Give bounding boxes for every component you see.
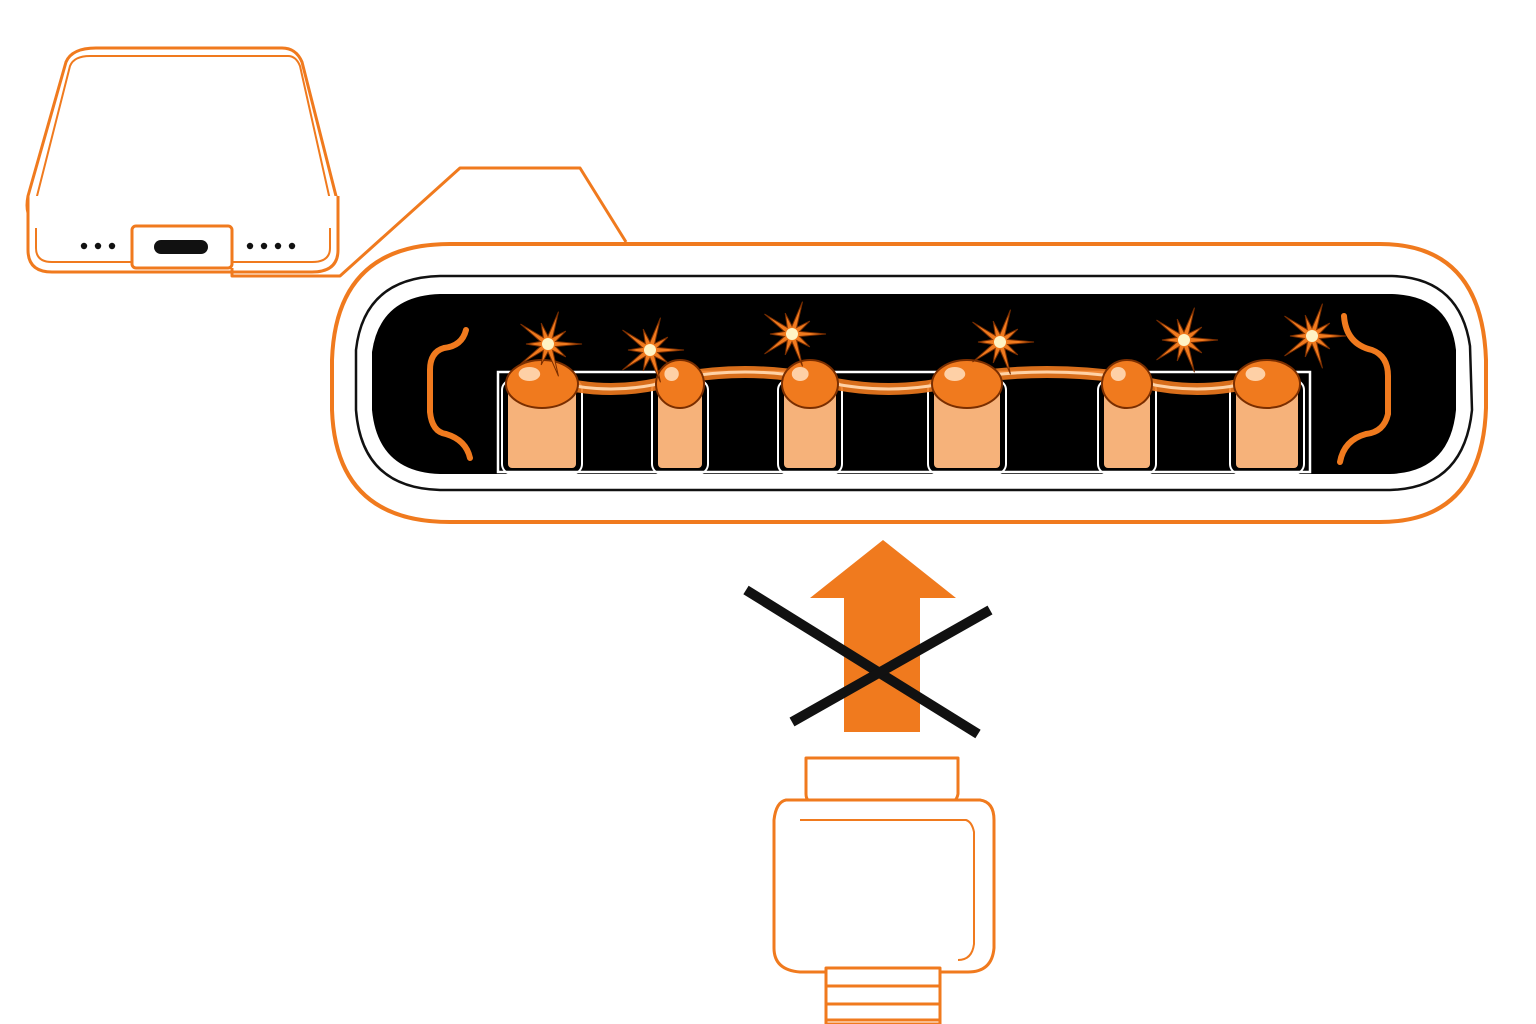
contact-pin-5: [1104, 388, 1150, 468]
water-droplet-2: [655, 359, 705, 409]
spark-core-5: [1178, 334, 1190, 346]
latch-clip-right-icon: [1337, 313, 1391, 465]
droplet-highlight-6: [1245, 367, 1266, 381]
water-droplet-6: [1233, 359, 1301, 409]
arrow-up-icon: [810, 540, 956, 732]
spark-core-2: [644, 344, 656, 356]
contact-pin-2: [658, 388, 702, 468]
liquid-droplets: [505, 359, 1301, 409]
water-droplet-3: [781, 359, 839, 409]
droplet-highlight-5: [1110, 367, 1126, 381]
contact-pin-6: [1236, 388, 1298, 468]
water-droplet-4: [931, 359, 1003, 409]
spark-core-1: [542, 338, 554, 350]
spark-icons: [520, 301, 1347, 383]
droplet-highlight-4: [944, 367, 966, 381]
droplet-highlight-1: [518, 367, 541, 381]
contact-pins: [501, 379, 1305, 475]
spark-core-4: [994, 336, 1006, 348]
water-droplet-5: [1101, 359, 1153, 409]
contact-pin-1: [508, 388, 576, 468]
contact-pin-3: [784, 388, 836, 468]
zoom-callout-line: [230, 166, 628, 278]
usb-c-port-cutaway-icon: [330, 242, 1488, 524]
usb-c-port-icon: [130, 224, 234, 270]
latch-clip-left-icon: [427, 327, 473, 461]
spark-core-3: [786, 328, 798, 340]
water-droplet-1: [505, 359, 579, 409]
droplet-highlight-3: [791, 367, 809, 381]
usb-c-plug-icon: [772, 756, 996, 1024]
speaker-grille-left-icon: [80, 242, 116, 250]
speaker-grille-right-icon: [246, 242, 296, 250]
droplet-highlight-2: [664, 367, 679, 381]
x-mark-icon: [743, 585, 993, 739]
spark-core-6: [1306, 330, 1318, 342]
contact-pin-4: [934, 388, 1000, 468]
